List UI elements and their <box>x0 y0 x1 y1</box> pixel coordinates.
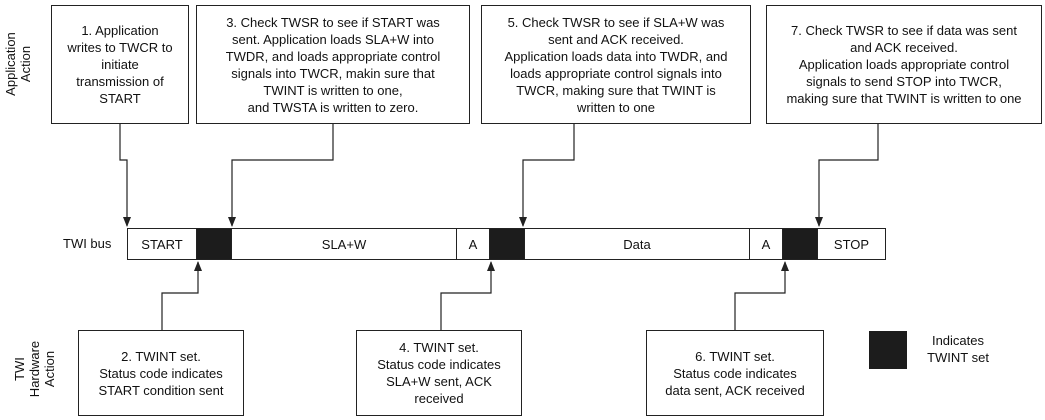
bus-segment-ack-1: A <box>457 228 490 260</box>
bus-twint-flag-2 <box>490 228 525 260</box>
arrow-step6 <box>734 261 789 330</box>
arrow-step2 <box>161 261 202 330</box>
hw-step-4: 4. TWINT set. Status code indicates SLA+… <box>356 330 522 416</box>
bus-twint-flag-3 <box>783 228 818 260</box>
application-action-label: Application Action <box>3 32 33 96</box>
app-step-7: 7. Check TWSR to see if data was sent an… <box>766 5 1042 124</box>
app-step-1: 1. Application writes to TWCR to initiat… <box>51 5 189 124</box>
bus-segment-ack-2: A <box>750 228 783 260</box>
hw-step-2: 2. TWINT set. Status code indicates STAR… <box>78 330 244 416</box>
arrow-step5 <box>519 124 575 227</box>
arrow-step1 <box>119 124 131 227</box>
arrow-step7 <box>815 124 879 227</box>
bus-twint-flag-1 <box>197 228 232 260</box>
arrow-step4 <box>440 261 495 330</box>
bus-segment-sla-w: SLA+W <box>232 228 457 260</box>
bus-segment-data: Data <box>525 228 750 260</box>
app-step-5: 5. Check TWSR to see if SLA+W was sent a… <box>481 5 751 124</box>
app-step-3: 3. Check TWSR to see if START was sent. … <box>196 5 470 124</box>
legend-label: Indicates TWINT set <box>927 333 989 365</box>
bus-segment-start: START <box>127 228 197 260</box>
hw-step-6: 6. TWINT set. Status code indicates data… <box>646 330 824 416</box>
arrow-step3 <box>228 124 334 227</box>
bus-segment-stop: STOP <box>818 228 886 260</box>
twi-bus-label: TWI bus <box>63 236 112 251</box>
legend-twint-swatch <box>869 331 907 369</box>
hardware-action-label: TWI Hardware Action <box>12 340 57 398</box>
